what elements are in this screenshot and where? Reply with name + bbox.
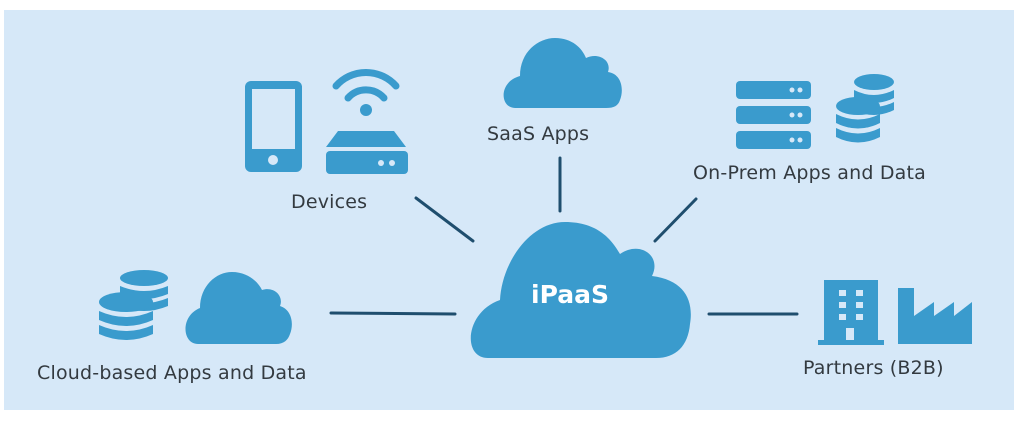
edge-devices-ipaas [414,196,475,243]
node-label-saas: SaaS Apps [487,123,590,145]
edge-cloudbased-ipaas [329,311,457,316]
center-label-ipaas: iPaaS [531,280,609,309]
ipaas-cloud-icon [470,222,691,358]
smartphone-icon [245,81,302,172]
saas-cloud-icon [503,38,622,108]
server-rack-icon [736,81,811,149]
node-label-partners: Partners (B2B) [803,357,944,379]
wifi-router-icon [326,69,408,174]
node-label-devices: Devices [291,191,368,213]
factory-icon [898,288,972,344]
node-label-cloudbased: Cloud-based Apps and Data [37,362,307,384]
cloud-based-cloud-icon [185,272,292,344]
cloud-database-icon [99,270,168,340]
database-icon [836,74,894,143]
edge-onprem-ipaas [653,197,698,243]
node-label-onprem: On-Prem Apps and Data [693,162,927,184]
office-building-icon [818,280,884,345]
